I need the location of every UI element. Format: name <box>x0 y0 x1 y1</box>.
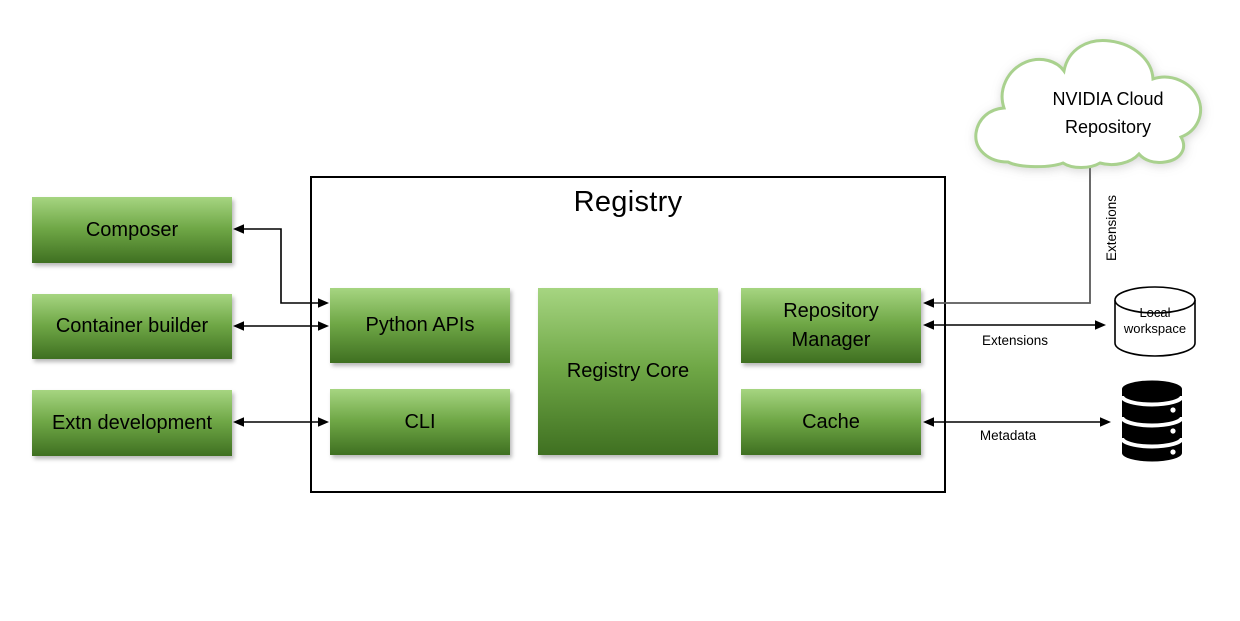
registry-core-label: Registry Core <box>566 360 690 382</box>
cloud-label-line2: Repository <box>1064 117 1152 137</box>
cli-box: CLI <box>330 389 510 455</box>
python-apis-label: Python APIs <box>365 314 475 336</box>
local-workspace-label-line1: Local <box>1139 305 1171 320</box>
arrowhead-left-icon <box>233 417 244 427</box>
extn-development-label: Extn development <box>51 411 213 434</box>
cloud-label-line1: NVIDIA Cloud <box>1052 89 1164 109</box>
database-icon <box>1120 380 1184 462</box>
local-workspace-label: Local workspace <box>1115 305 1195 337</box>
extensions-arrow-label: Extensions <box>981 333 1049 348</box>
cache-box: Cache <box>741 389 921 455</box>
python-apis-box: Python APIs <box>330 288 510 363</box>
composer-box: Composer <box>32 197 232 263</box>
registry-title: Registry <box>573 186 683 218</box>
cache-label: Cache <box>802 410 860 433</box>
cli-label: CLI <box>404 410 436 433</box>
container-builder-box: Container builder <box>32 294 232 359</box>
container-builder-label: Container builder <box>55 315 209 337</box>
arrowhead-right-icon <box>1100 417 1111 427</box>
repository-manager-box: Repository Manager <box>741 288 921 363</box>
composer-python-apis-connector <box>242 228 320 304</box>
registry-core-box: Registry Core <box>538 288 718 455</box>
metadata-arrow-label: Metadata <box>979 428 1037 443</box>
arrowhead-left-icon <box>233 321 244 331</box>
arrowhead-left-icon <box>233 224 244 234</box>
cloud-label: NVIDIA Cloud Repository <box>1018 85 1198 141</box>
composer-label: Composer <box>85 218 179 241</box>
extensions-vertical-label: Extensions <box>1104 194 1119 262</box>
extn-development-box: Extn development <box>32 390 232 456</box>
arrowhead-right-icon <box>1095 320 1106 330</box>
cloud-to-repository-connector <box>932 157 1091 304</box>
local-workspace-label-line2: workspace <box>1123 321 1187 336</box>
repository-manager-label: Repository Manager <box>783 299 879 351</box>
